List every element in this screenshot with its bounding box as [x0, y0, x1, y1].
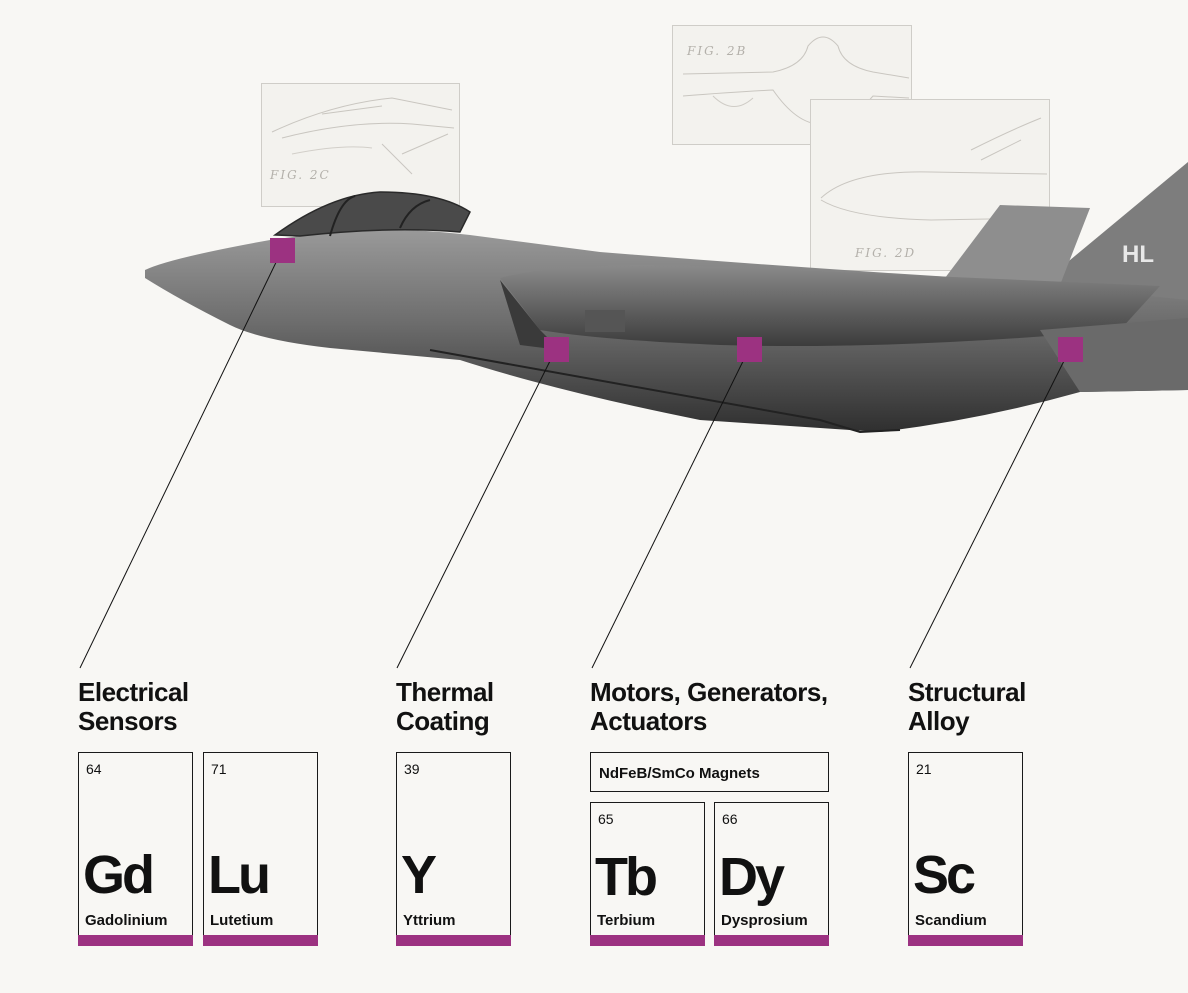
element-name: Dysprosium [721, 912, 808, 929]
canopy [272, 191, 471, 237]
atomic-number: 64 [86, 761, 102, 777]
sketch-caption: FIG. 2D [855, 246, 917, 260]
accent-bar [714, 935, 829, 946]
underside [429, 349, 901, 434]
accent-bar [78, 935, 193, 946]
element-name: Terbium [597, 912, 656, 929]
vertical-tail [1040, 162, 1188, 300]
marker-motors [737, 337, 762, 362]
atomic-number: 39 [404, 761, 420, 777]
element-tile-gd: 64 Gd Gadolinium [78, 752, 193, 946]
element-symbol: Tb [595, 847, 658, 907]
tail-fin-rear [945, 205, 1090, 285]
horizontal-stabilizer [1040, 318, 1188, 392]
sketch-lines [820, 117, 1048, 221]
element-name: Gadolinium [85, 912, 168, 929]
leader-line-electrical [79, 249, 283, 669]
accent-bar [590, 935, 705, 946]
marker-thermal [544, 337, 569, 362]
heading-electrical-sensors: Electrical Sensors [78, 677, 189, 736]
element-symbol: Lu [208, 845, 271, 905]
leader-line-structural [909, 348, 1071, 669]
intake [500, 280, 560, 350]
atomic-number: 66 [722, 811, 738, 827]
canopy-frame [329, 195, 431, 237]
element-tile-dy: 66 Dy Dysprosium [714, 802, 829, 946]
leader-line-thermal [396, 348, 557, 669]
marker-electrical [270, 238, 295, 263]
sketch-caption: FIG. 2B [687, 44, 748, 58]
element-symbol: Sc [913, 845, 976, 905]
element-tile-sc: 21 Sc Scandium [908, 752, 1023, 946]
heading-motors-generators-actuators: Motors, Generators, Actuators [590, 677, 828, 736]
magnets-subheader: NdFeB/SmCo Magnets [590, 752, 829, 792]
element-tile-tb: 65 Tb Terbium [590, 802, 705, 946]
sketch-lines [271, 97, 455, 175]
element-tile-lu: 71 Lu Lutetium [203, 752, 318, 946]
element-name: Yttrium [403, 912, 456, 929]
accent-bar [396, 935, 511, 946]
leader-line-motors [591, 348, 750, 669]
tail-code: HL [1122, 241, 1154, 268]
accent-bar [203, 935, 318, 946]
patent-sketch-fig-2c: FIG. 2C [261, 83, 460, 207]
element-name: Lutetium [210, 912, 274, 929]
sketch-caption: FIG. 2C [270, 168, 331, 182]
element-symbol: Y [401, 845, 437, 905]
marker-structural [1058, 337, 1083, 362]
element-tile-y: 39 Y Yttrium [396, 752, 511, 946]
element-symbol: Gd [83, 845, 155, 905]
heading-structural-alloy: Structural Alloy [908, 677, 1026, 736]
accent-bar [908, 935, 1023, 946]
main-wing [500, 265, 1160, 346]
atomic-number: 65 [598, 811, 614, 827]
gun-panel [585, 310, 625, 332]
atomic-number: 71 [211, 761, 227, 777]
element-name: Scandium [915, 912, 987, 929]
heading-thermal-coating: Thermal Coating [396, 677, 494, 736]
element-symbol: Dy [719, 847, 785, 907]
atomic-number: 21 [916, 761, 932, 777]
